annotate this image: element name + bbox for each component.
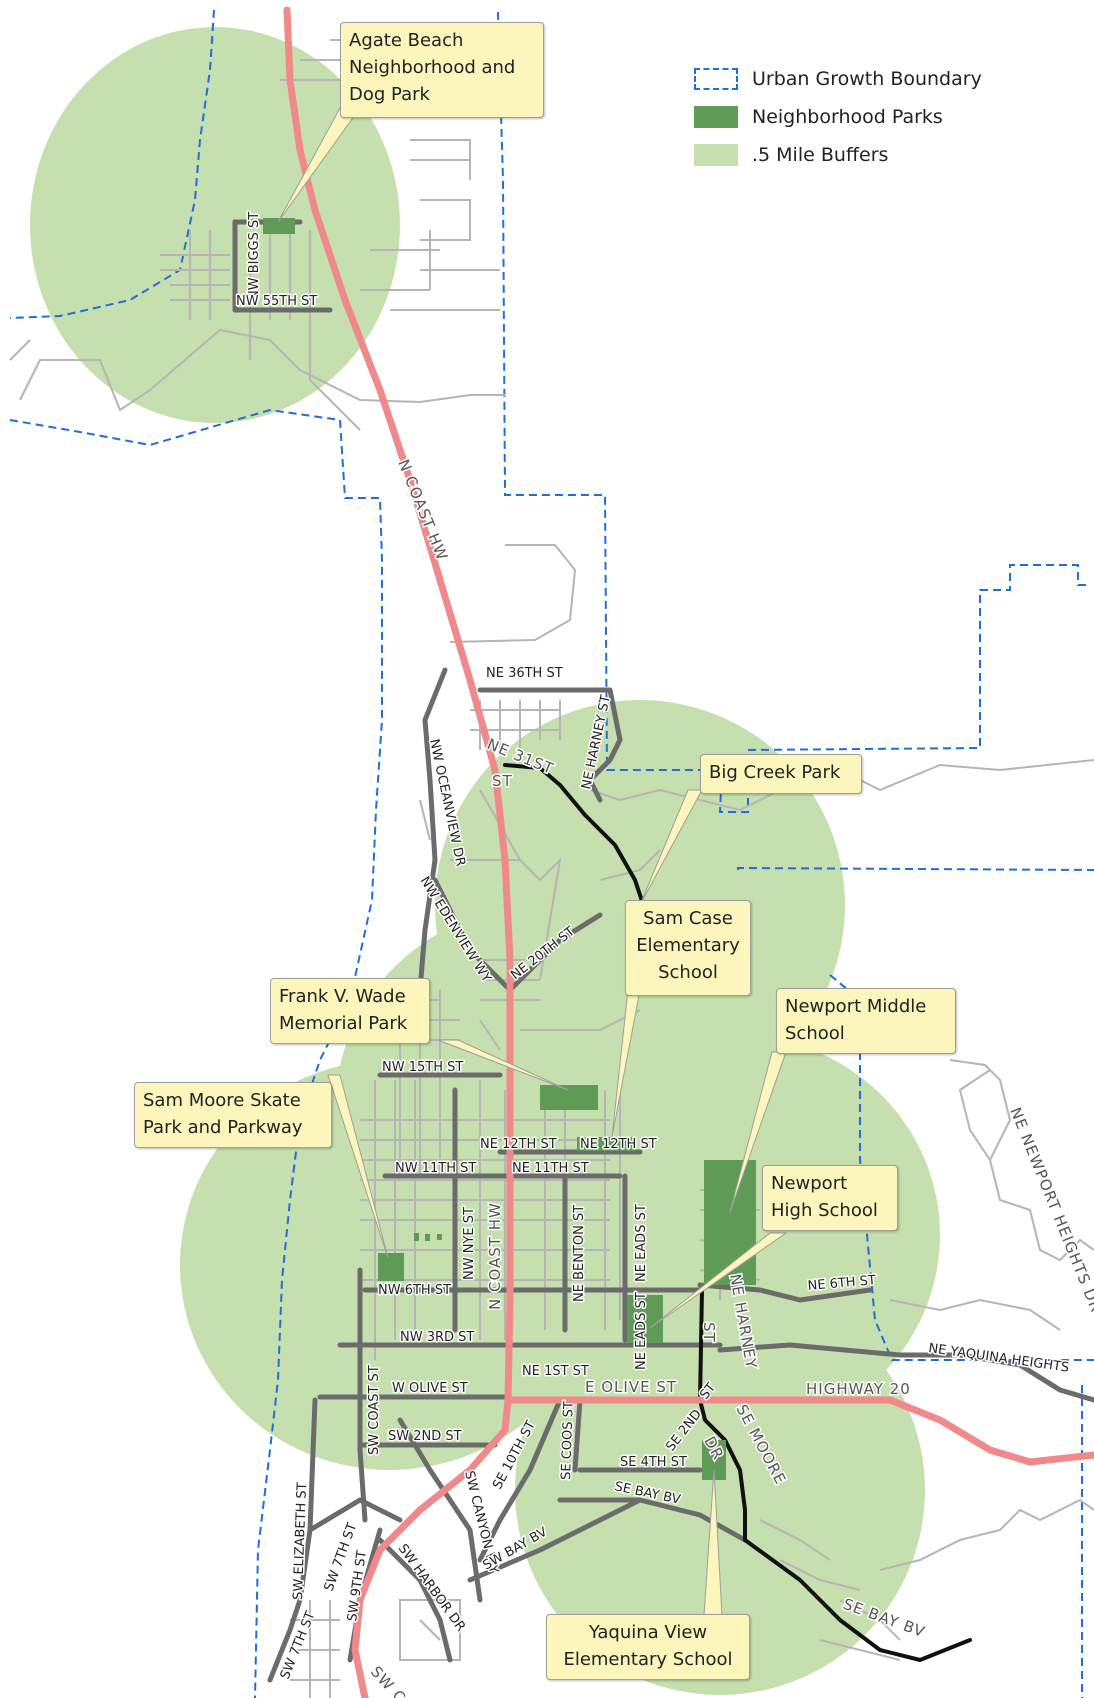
label-se-4th: SE 4TH ST [620, 1455, 687, 1470]
callout-newport-high: Newport High School [762, 1165, 898, 1231]
park-sam-moore [378, 1253, 404, 1281]
label-ne-eads-a: NE EADS ST [634, 1204, 649, 1282]
label-ne-yaquina-heights: NE YAQUINA HEIGHTS [927, 1341, 1070, 1376]
label-sw-2nd: SW 2ND ST [388, 1429, 462, 1444]
callout-newport-middle: Newport Middle School [776, 988, 956, 1054]
label-ne-36th: NE 36TH ST [486, 666, 563, 681]
ugb-west [9, 408, 383, 1698]
road-sw-7th [307, 1497, 403, 1533]
legend-label-buffers: .5 Mile Buffers [752, 144, 889, 166]
callout-frank-wade: Frank V. Wade Memorial Park [270, 978, 430, 1044]
label-sw-elizabeth: SW ELIZABETH ST [291, 1482, 310, 1600]
road-sw-canyon [397, 1417, 483, 1603]
leader-newport-high [649, 1232, 788, 1329]
highway-20 [504, 1396, 1094, 1466]
road-se-bay [557, 1497, 748, 1543]
legend-row-buffers: .5 Mile Buffers [694, 136, 1034, 174]
highway-101 [283, 6, 514, 1698]
park-sam-moore-parkway-c [437, 1234, 442, 1240]
leader-sam-moore [327, 1074, 389, 1259]
road-ne-6th [697, 1282, 873, 1303]
legend-row-parks: Neighborhood Parks [694, 98, 1034, 136]
road-sw-coast [357, 1267, 368, 1523]
road-ne-harney-s [698, 1288, 704, 1402]
ugb-east [747, 564, 1090, 751]
label-n-coast-hw-s: N COAST HW [486, 1202, 504, 1310]
label-sw-coast: SW COAST ST [367, 1365, 382, 1455]
label-st-b: ST [700, 1322, 718, 1343]
road-ne-20th [507, 912, 603, 993]
callout-sam-case: Sam Case Elementary School [625, 900, 751, 996]
label-nw-15th: NW 15TH ST [382, 1060, 463, 1075]
buffer-agate-beach [30, 27, 400, 423]
road-ne-31st [503, 763, 647, 912]
legend-label-parks: Neighborhood Parks [752, 106, 943, 128]
leader-frank-wade [437, 1039, 569, 1091]
park-agate-beach [263, 218, 295, 234]
legend-swatch-ugb [694, 68, 738, 90]
road-se-10th [477, 1397, 563, 1563]
road-sw-7th-b [267, 1597, 303, 1683]
label-nw-11th: NW 11TH ST [395, 1161, 476, 1176]
park-frank-wade [540, 1085, 598, 1110]
park-newport-high [627, 1295, 663, 1343]
callout-agate-beach: Agate Beach Neighborhood and Dog Park [340, 22, 544, 118]
road-nw-oceanview [417, 667, 448, 993]
label-nw-biggs: NW BIGGS ST [247, 212, 262, 300]
label-ne-1st: NE 1ST ST [522, 1364, 589, 1379]
label-sw-harbor: SW HARBOR DR [395, 1542, 468, 1635]
label-nw-55th: NW 55TH ST [236, 294, 317, 309]
road-se-coos [572, 1397, 583, 1473]
road-ne-yaquina [717, 1342, 1094, 1403]
legend-row-ugb: Urban Growth Boundary [694, 60, 1034, 98]
ugb-east-middle [737, 866, 1094, 871]
black-roads [503, 763, 972, 1662]
ugb-north-west [9, 9, 215, 319]
label-ne-11th: NE 11TH ST [512, 1161, 589, 1176]
label-n-coast-hw: N COAST HW [394, 457, 451, 564]
label-sw-co: SW CO [367, 1663, 418, 1698]
road-se-moore [698, 1398, 972, 1662]
label-se-coos: SE COOS ST [559, 1401, 577, 1480]
callout-big-creek: Big Creek Park [700, 754, 862, 794]
label-nw-3rd: NW 3RD ST [400, 1330, 474, 1345]
label-e-olive: E OLIVE ST [585, 1378, 677, 1396]
map-legend: Urban Growth Boundary Neighborhood Parks… [694, 60, 1034, 174]
road-ne-36th [477, 687, 623, 803]
legend-label-ugb: Urban Growth Boundary [752, 68, 982, 90]
label-ne-newport-heights: NE NEWPORT HEIGHTS DR [1006, 1105, 1094, 1315]
park-sam-moore-parkway-b [425, 1234, 430, 1241]
major-roads [232, 219, 1094, 1683]
park-sam-case [577, 1137, 635, 1151]
road-sw-harbor [377, 1537, 453, 1663]
legend-swatch-buffers [694, 144, 738, 166]
label-ne-benton: NE BENTON ST [572, 1205, 587, 1302]
label-nw-6th: NW 6TH ST [378, 1283, 451, 1298]
label-w-olive: W OLIVE ST [392, 1381, 468, 1396]
legend-swatch-parks [694, 106, 738, 128]
label-ne-12th-b: NE 12TH ST [580, 1137, 657, 1152]
ugb-layer [9, 9, 1094, 1698]
buffer-yaquina-view [515, 1285, 925, 1695]
label-st-a: ST [492, 772, 513, 790]
label-nw-nye: NW NYE ST [462, 1207, 477, 1280]
label-ne-eads-b: NE EADS ST [634, 1292, 649, 1370]
park-sam-moore-parkway-a [414, 1233, 419, 1241]
highways [283, 6, 1094, 1698]
callout-sam-moore: Sam Moore Skate Park and Parkway [134, 1082, 332, 1148]
ugb-north-east [497, 11, 749, 813]
leader-big-creek [639, 789, 703, 906]
road-sw-bay [467, 1497, 643, 1583]
label-ne-12th-a: NE 12TH ST [480, 1137, 557, 1152]
label-highway-20: HIGHWAY 20 [806, 1380, 911, 1398]
road-nw-edenview [432, 877, 513, 993]
callout-yaquina-view: Yaquina View Elementary School [546, 1614, 750, 1680]
